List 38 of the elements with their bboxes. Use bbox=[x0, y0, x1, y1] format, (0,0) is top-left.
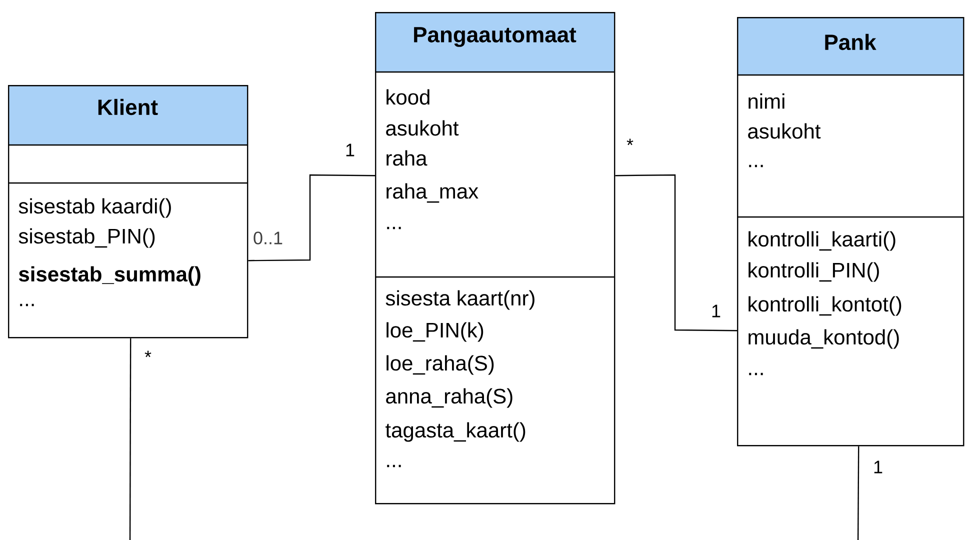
multiplicity-label: 1 bbox=[346, 144, 354, 156]
class-member: sisestab_PIN() bbox=[18, 228, 155, 248]
class-member: ... bbox=[387, 226, 401, 230]
class-member: ... bbox=[20, 304, 34, 306]
multiplicity-label: 1 bbox=[712, 304, 720, 318]
association-line bbox=[248, 174, 376, 262]
class-member: sisestab kaardi() bbox=[18, 198, 171, 218]
class-box bbox=[737, 17, 964, 446]
association-line bbox=[615, 174, 738, 332]
association-line bbox=[129, 338, 132, 540]
class-member: kontrolli_PIN() bbox=[748, 262, 879, 282]
class-member: anna_raha(S) bbox=[386, 388, 512, 408]
class-member: ... bbox=[749, 372, 763, 376]
class-member: sisesta kaart(nr) bbox=[386, 290, 534, 310]
class-member: muuda_kontod() bbox=[748, 329, 899, 349]
class-member: loe_PIN(k) bbox=[386, 322, 484, 342]
class-name: Klient bbox=[98, 98, 158, 116]
class-member: kood bbox=[386, 89, 430, 105]
class-box bbox=[8, 85, 248, 338]
class-member: nimi bbox=[748, 93, 784, 109]
class-member: asukoht bbox=[748, 123, 821, 139]
class-member: ... bbox=[387, 464, 401, 468]
class-member: raha bbox=[386, 150, 428, 166]
class-member: kontrolli_kontot() bbox=[748, 296, 902, 316]
class-member: asukoht bbox=[386, 120, 459, 136]
class-member: tagasta_kaart() bbox=[386, 422, 526, 442]
class-member: sisestab_summa() bbox=[18, 266, 200, 286]
class-member: kontrolli_kaarti() bbox=[748, 231, 896, 251]
class-member: ... bbox=[749, 164, 763, 168]
class-name: Pangaautomaat bbox=[414, 27, 576, 47]
class-member: raha_max bbox=[386, 183, 478, 203]
multiplicity-label: 1 bbox=[874, 460, 882, 474]
class-box bbox=[375, 12, 616, 504]
association-line bbox=[857, 446, 860, 540]
class-name: Pank bbox=[825, 34, 876, 50]
multiplicity-label: * bbox=[144, 350, 152, 358]
multiplicity-label: 0..1 bbox=[254, 232, 282, 244]
class-member: loe_raha(S) bbox=[386, 355, 494, 375]
